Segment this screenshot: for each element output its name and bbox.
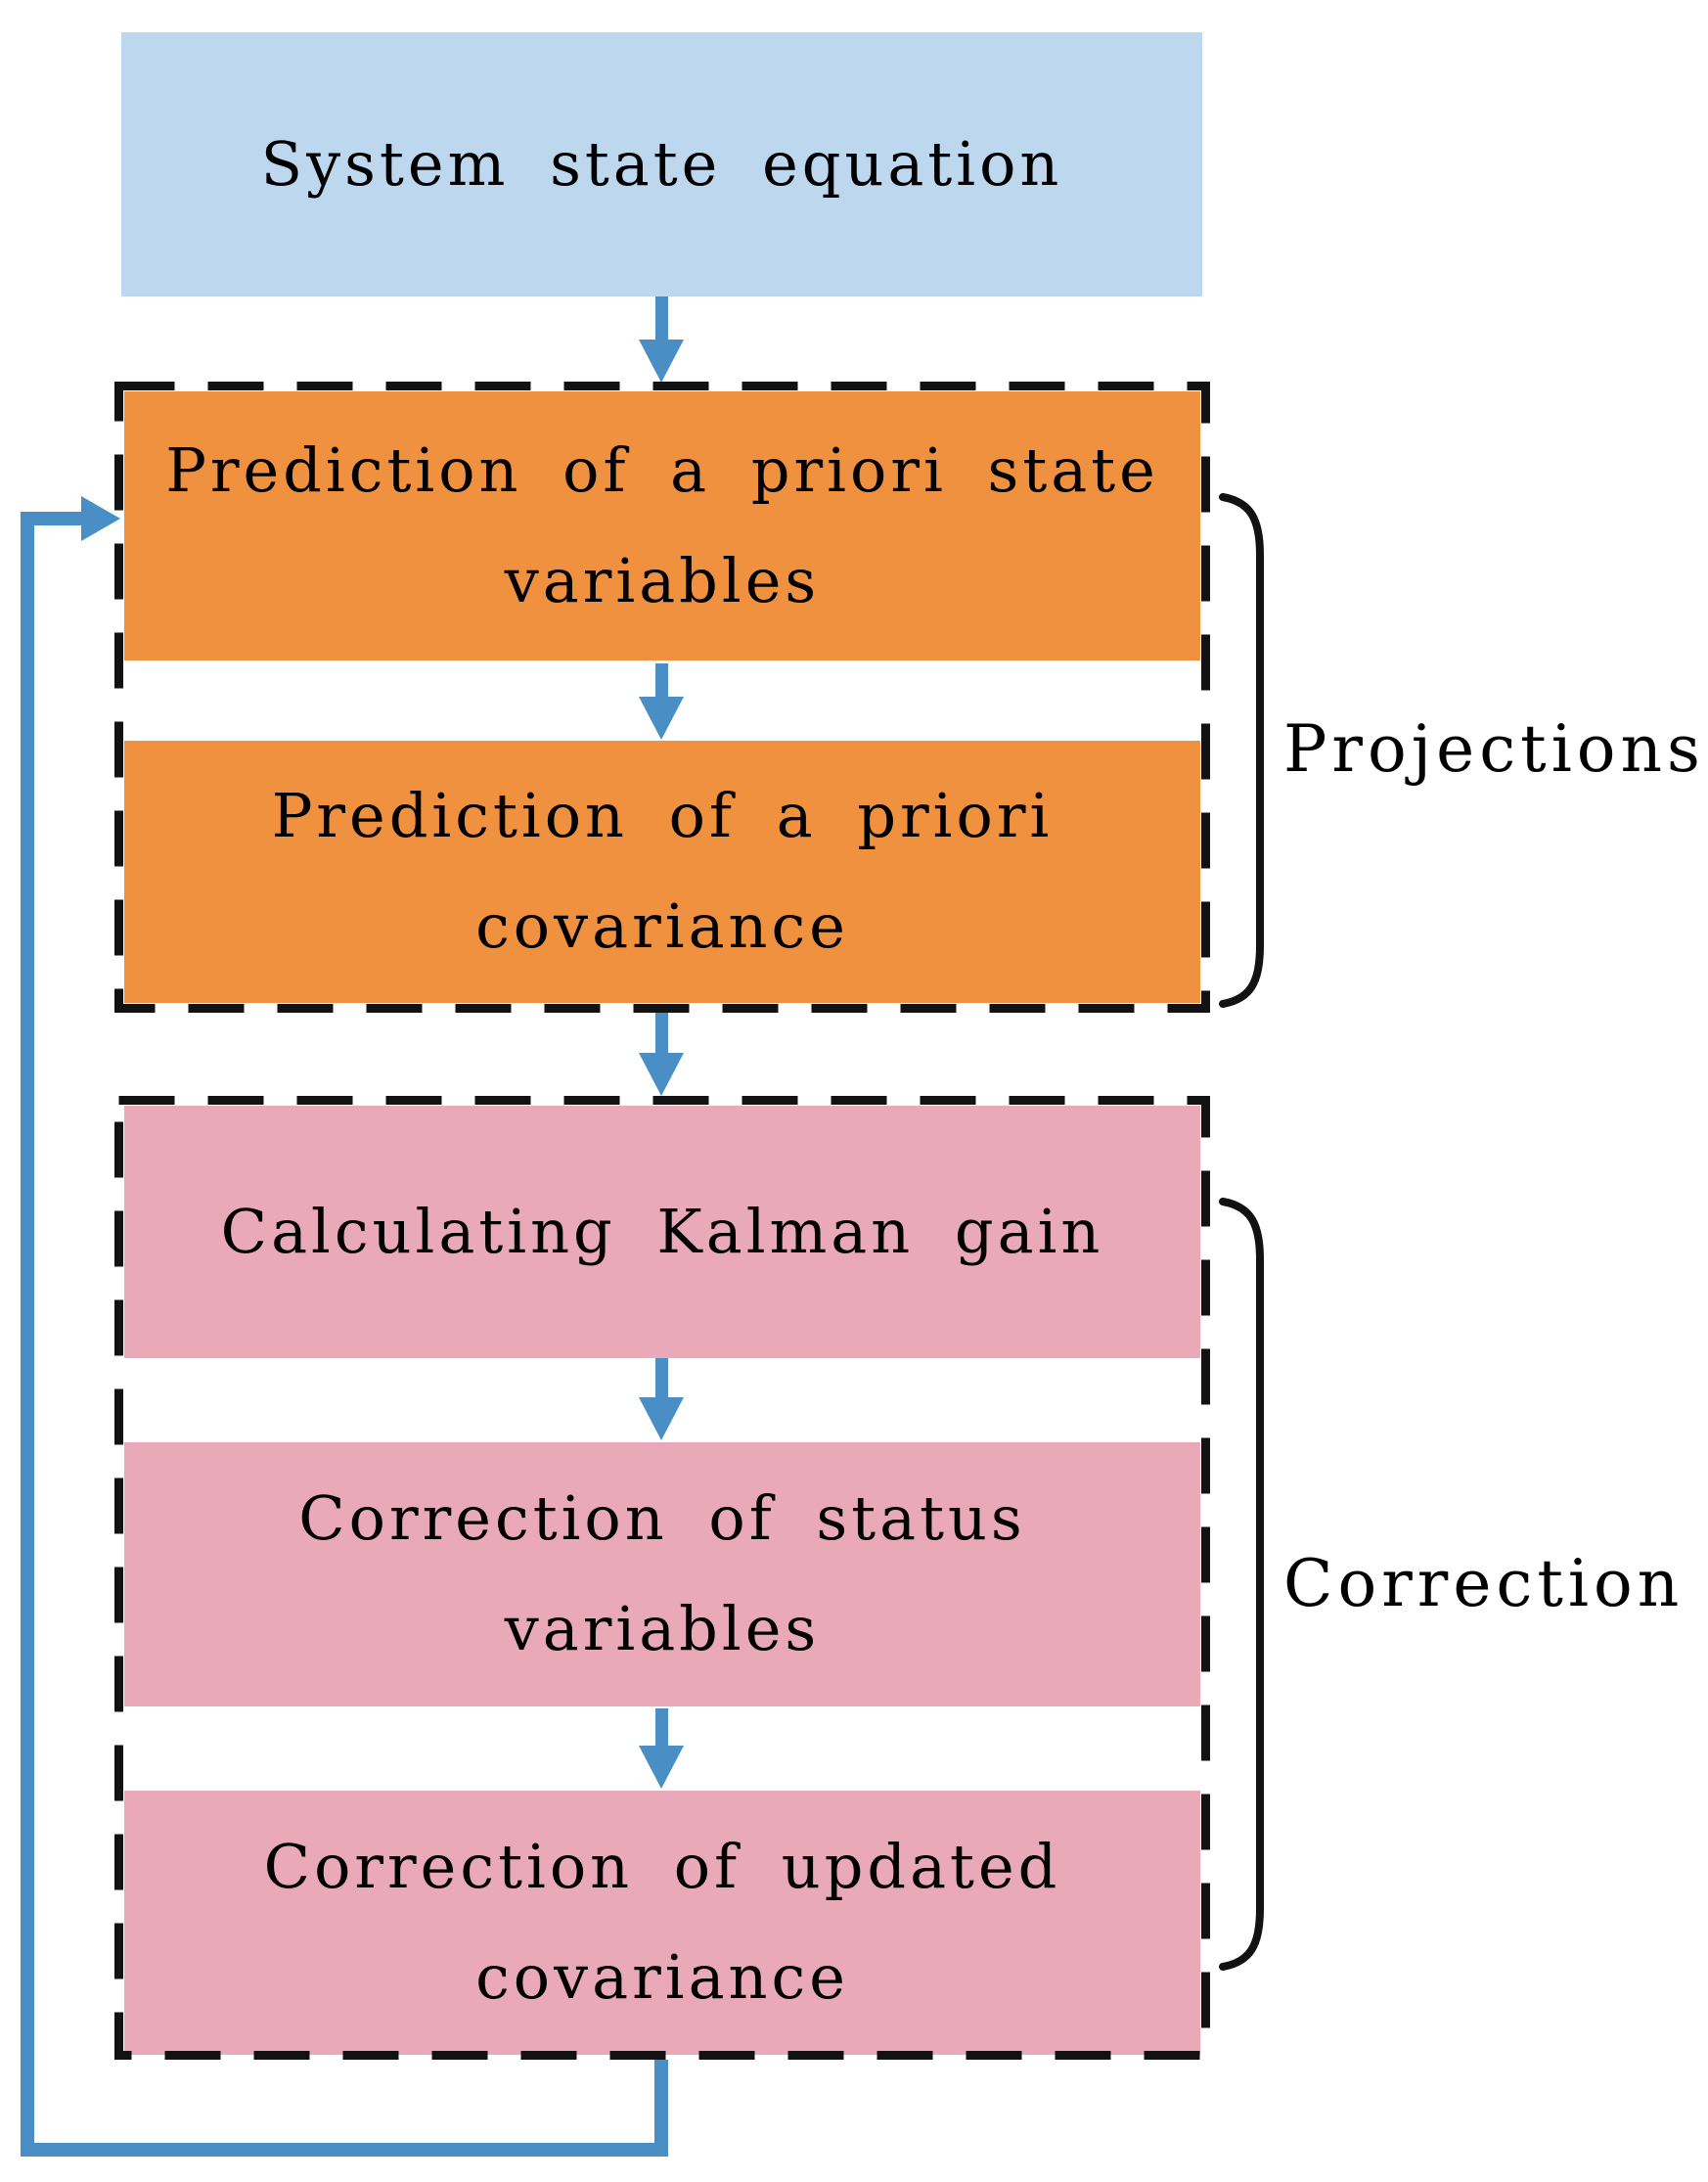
node-label: Prediction of a priori state — [165, 433, 1159, 506]
arrow-down-status-to-updated-covariance — [639, 1708, 684, 1789]
arrow-shaft — [654, 296, 668, 340]
node-correction-of-updated-covariance: Correction of updated covariance — [124, 1791, 1200, 2055]
arrow-head-icon — [639, 1053, 684, 1096]
arrow-shaft — [654, 1708, 668, 1746]
node-label: Correction of updated — [263, 1831, 1061, 1903]
arrow-head-icon — [639, 1397, 684, 1440]
projections-bracket — [1219, 493, 1264, 1008]
arrow-down-state-to-covariance — [639, 663, 684, 740]
correction-group-label: Correction — [1283, 1546, 1685, 1621]
node-system-state-equation: System state equation — [121, 32, 1202, 296]
arrow-down-projections-to-correction — [639, 1013, 684, 1096]
node-prediction-a-priori-covariance: Prediction of a priori covariance — [124, 741, 1200, 1003]
arrow-head-icon — [639, 1746, 684, 1789]
node-label: covariance — [475, 890, 849, 962]
node-label: Correction of status — [298, 1482, 1026, 1555]
node-label: Prediction of a priori — [271, 780, 1054, 852]
feedback-line-top — [21, 512, 83, 525]
node-calculating-kalman-gain: Calculating Kalman gain — [124, 1106, 1200, 1358]
arrow-shaft — [654, 1013, 668, 1053]
correction-group-dashed-border — [114, 1096, 1210, 2060]
node-label: Calculating Kalman gain — [220, 1195, 1104, 1267]
node-label: variables — [504, 1593, 821, 1664]
node-correction-of-status-variables: Correction of status variables — [124, 1442, 1200, 1706]
node-label: variables — [504, 544, 821, 616]
correction-bracket — [1219, 1198, 1264, 1971]
feedback-line-left — [21, 512, 34, 2157]
feedback-line-right-drop — [654, 2060, 668, 2157]
arrow-down-system-to-projections — [639, 296, 684, 383]
feedback-line-bottom — [21, 2143, 668, 2157]
projections-group-label: Projections — [1283, 711, 1705, 787]
arrow-head-icon — [639, 340, 684, 383]
arrow-shaft — [654, 1358, 668, 1397]
arrow-down-gain-to-status — [639, 1358, 684, 1440]
node-label: covariance — [475, 1941, 849, 2013]
feedback-arrow-head-icon — [81, 496, 120, 541]
projections-group-dashed-border — [114, 382, 1210, 1013]
arrow-shaft — [654, 663, 668, 697]
arrow-head-icon — [639, 697, 684, 740]
node-prediction-a-priori-state-variables: Prediction of a priori state variables — [124, 391, 1200, 660]
node-label: System state equation — [260, 127, 1063, 200]
